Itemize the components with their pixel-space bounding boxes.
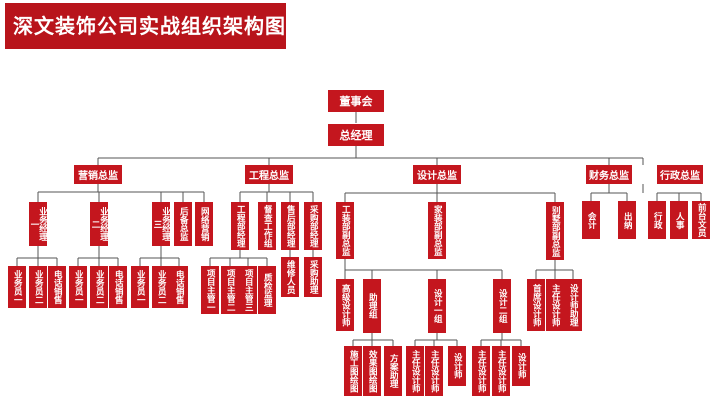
node-human-resources: 人事 <box>670 201 688 239</box>
node-accountant: 会计 <box>582 201 600 239</box>
node-s1-phone-sales: 电话销售 <box>48 266 66 308</box>
node-repair-staff: 维修人员 <box>281 257 299 297</box>
node-design-director: 设计总监 <box>413 165 461 184</box>
node-sales-manager-3: 业务经理三 <box>152 202 170 246</box>
node-g1-lead-designer-2: 主任设计师 <box>425 346 443 396</box>
node-purchase-manager: 采购部经理 <box>304 202 322 250</box>
node-s2-rep-2: 业务员二 <box>90 266 108 308</box>
node-g2-lead-designer-1: 主任设计师 <box>472 346 490 396</box>
node-finance-director: 财务总监 <box>586 165 632 184</box>
node-general-manager: 总经理 <box>328 124 384 146</box>
node-assistant-group: 助理组 <box>363 279 381 333</box>
node-board: 董事会 <box>328 90 384 112</box>
node-engineering-manager: 工程部经理 <box>231 202 249 250</box>
node-s2-rep-1: 业务员一 <box>69 266 87 308</box>
node-villa-vice-director: 别墅部副总监 <box>546 202 564 260</box>
node-sales-manager-1: 业务经理一 <box>29 202 47 246</box>
node-render-drawing: 效果图绘图 <box>363 346 381 396</box>
node-home-vice-director: 家装部副总监 <box>428 202 446 259</box>
node-s1-rep-2: 业务员二 <box>29 266 47 308</box>
node-project-manager-3: 项目主管三 <box>239 266 257 314</box>
node-s3-rep-2: 业务员二 <box>152 266 170 308</box>
node-design-group-2: 设计二组 <box>493 279 511 333</box>
node-engineering-director: 工程总监 <box>245 165 293 184</box>
node-sales-director: 营销总监 <box>74 165 122 184</box>
node-supervision-group: 督查工作组 <box>258 202 276 250</box>
node-chief-designer: 首席设计师 <box>527 279 545 331</box>
node-project-manager-2: 项目主管二 <box>221 266 239 314</box>
page-title: 深文装饰公司实战组织架构图 <box>5 3 286 49</box>
node-reception-clerk: 前台文员 <box>692 201 710 239</box>
node-senior-designer: 高级设计师 <box>336 279 354 331</box>
node-backoffice-director: 后备总监 <box>174 202 192 246</box>
node-cashier: 出纳 <box>618 201 636 239</box>
node-s3-phone-sales: 电话销售 <box>170 266 188 308</box>
node-s3-rep-1: 业务员一 <box>131 266 149 308</box>
node-admin-director: 行政总监 <box>657 165 703 184</box>
node-online-marketing: 网络营销 <box>195 202 213 246</box>
node-purchase-assistant: 采购助理 <box>304 257 322 297</box>
node-g1-designer: 设计师 <box>448 346 466 386</box>
node-tooling-vice-director: 工装部副总监 <box>336 202 354 259</box>
node-villa-design-assistant: 设计师助理 <box>564 279 582 331</box>
node-s2-phone-sales: 电话销售 <box>109 266 127 308</box>
node-project-manager-1: 项目主管一 <box>201 266 219 314</box>
node-g2-designer: 设计师 <box>512 346 530 386</box>
node-design-group-1: 设计一组 <box>428 279 446 333</box>
node-g1-lead-designer-1: 主任设计师 <box>406 346 424 396</box>
node-aftersales-manager: 售后部经理 <box>281 202 299 250</box>
node-administration: 行政 <box>648 201 666 239</box>
node-g2-lead-designer-2: 主任设计师 <box>492 346 510 396</box>
node-sales-manager-2: 业务经理二 <box>90 202 108 246</box>
node-construction-drawing: 施工图绘图 <box>344 346 362 396</box>
node-s1-rep-1: 业务员一 <box>8 266 26 308</box>
node-plan-assistant: 方案助理 <box>384 346 402 396</box>
node-quality-inspection: 质检监理 <box>258 266 276 314</box>
node-villa-lead-designer: 主任设计师 <box>546 279 564 331</box>
